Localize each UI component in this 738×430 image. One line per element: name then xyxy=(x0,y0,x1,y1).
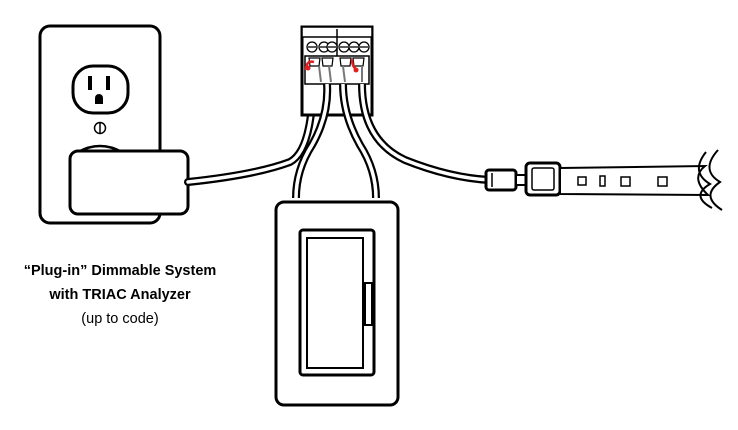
adapter-cable xyxy=(184,78,317,186)
led-resistor-1 xyxy=(599,175,606,187)
caption-line-2: with TRIAC Analyzer xyxy=(49,287,191,303)
strip-connector-icon xyxy=(484,161,562,197)
caption-line-1: “Plug-in” Dimmable System xyxy=(23,263,217,279)
power-adapter-icon xyxy=(68,149,190,216)
led-chip-3 xyxy=(657,176,668,187)
led-chip-1 xyxy=(577,176,587,186)
dimmer-paddle xyxy=(306,237,364,369)
led-chip-2 xyxy=(620,176,631,187)
dimmer-slider xyxy=(364,282,373,326)
outlet-slot-left xyxy=(88,76,92,90)
led-strip-icon xyxy=(559,149,723,211)
power-adapter-body xyxy=(68,149,190,216)
outlet-ground-hole xyxy=(95,94,103,104)
terminal-screws xyxy=(306,41,370,53)
caption-line-3: (up to code) xyxy=(81,311,159,327)
outlet-slot-right xyxy=(106,76,110,90)
led-cable xyxy=(358,83,491,184)
connector-plug xyxy=(484,168,518,192)
led-strip-body xyxy=(559,164,711,197)
outlet-receptacle-upper xyxy=(71,64,130,115)
wall-dimmer-switch-icon xyxy=(274,200,400,407)
